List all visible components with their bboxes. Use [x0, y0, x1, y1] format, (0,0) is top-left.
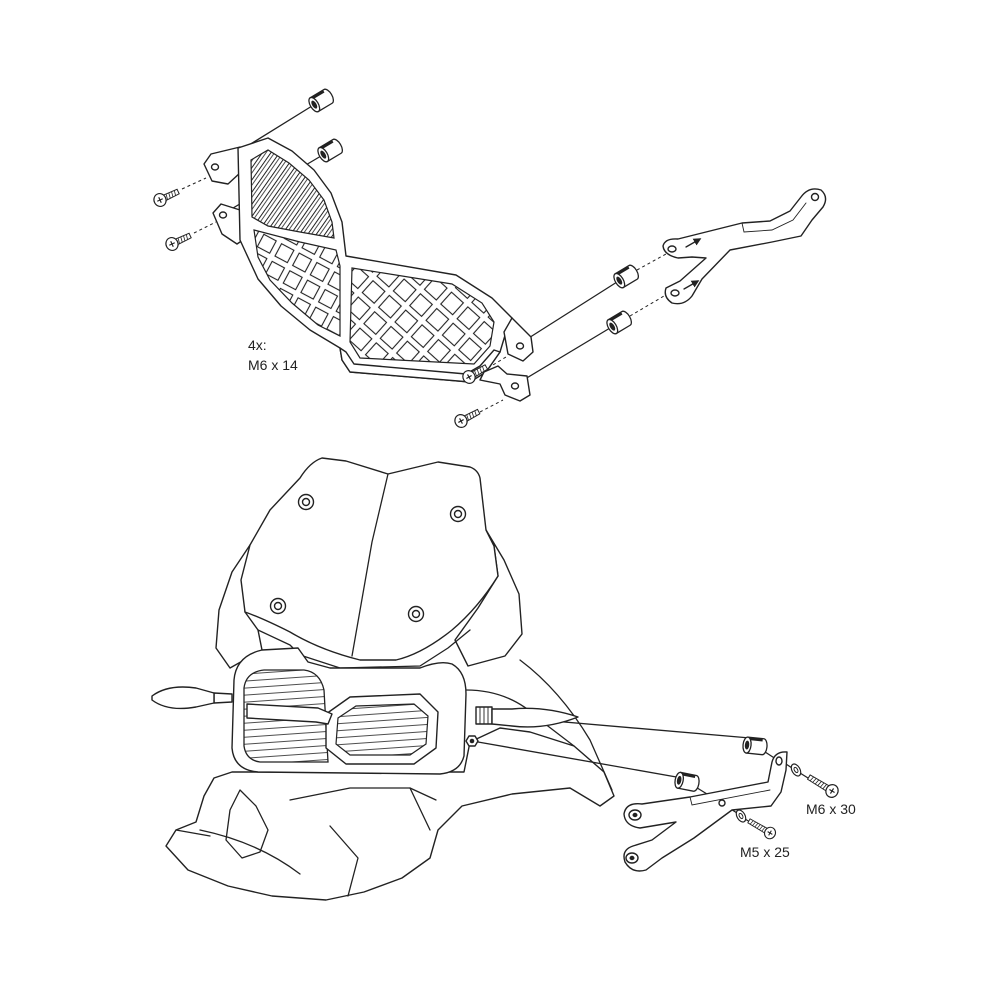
spacer-icon — [314, 136, 346, 165]
headlight-guard-grille — [203, 137, 534, 402]
bracket-mount-hole — [718, 799, 726, 807]
lower-fairing — [165, 659, 615, 901]
mounting-hole — [515, 342, 525, 350]
headlight-guard-exploded-view — [151, 86, 827, 431]
lower-mounting-bracket — [623, 751, 788, 872]
spacer-icon — [672, 770, 702, 794]
screw-icon — [163, 229, 194, 254]
grille-mesh-lower-left — [253, 229, 341, 337]
bracket-eyelet-hole — [670, 289, 680, 297]
headlight-light-bar — [246, 703, 333, 725]
screw-icon — [452, 405, 483, 431]
mounting-tab-upper-right — [503, 317, 534, 362]
grille-frame-side — [339, 347, 501, 383]
fairing-mount-nut — [465, 735, 479, 747]
screw-size-label-m6x30: M6 x 30 — [806, 801, 856, 817]
spacer-icon — [305, 86, 337, 115]
washer-icon — [733, 807, 749, 825]
screw-icon — [151, 185, 182, 210]
mounting-tab-lower-right — [479, 365, 531, 402]
spacer-icon — [740, 735, 770, 757]
screw-size-label-m6x14: M6 x 14 — [248, 357, 298, 373]
screw-quantity-label: 4x: — [248, 337, 267, 353]
screw-size-label-m5x25: M5 x 25 — [740, 844, 790, 860]
screw-icon — [745, 815, 779, 842]
arrow-icon — [683, 280, 700, 290]
mounting-hole — [510, 382, 520, 390]
washer-icon — [788, 761, 804, 779]
mounting-tab-upper-left — [203, 146, 242, 185]
windscreen — [240, 457, 499, 661]
grille-mesh-right — [349, 267, 495, 365]
left-side-fairing — [215, 544, 263, 669]
bracket-eyelet-hole — [667, 245, 677, 253]
upper-mounting-bracket — [662, 188, 827, 305]
right-turn-signal — [475, 706, 579, 728]
screw-icon — [804, 770, 842, 801]
headlight — [231, 647, 467, 775]
motorcycle-front-view — [151, 457, 842, 901]
left-turn-signal — [151, 686, 233, 710]
spacer-icon — [610, 262, 642, 291]
mounting-hole — [218, 211, 228, 219]
grille-mesh-upper — [250, 149, 335, 239]
bracket-eyelet-hole — [810, 192, 820, 202]
spacer-icon — [603, 308, 635, 337]
arrow-icon — [685, 238, 702, 248]
bracket-mount-hole — [775, 756, 783, 766]
mounting-hole — [210, 163, 220, 171]
